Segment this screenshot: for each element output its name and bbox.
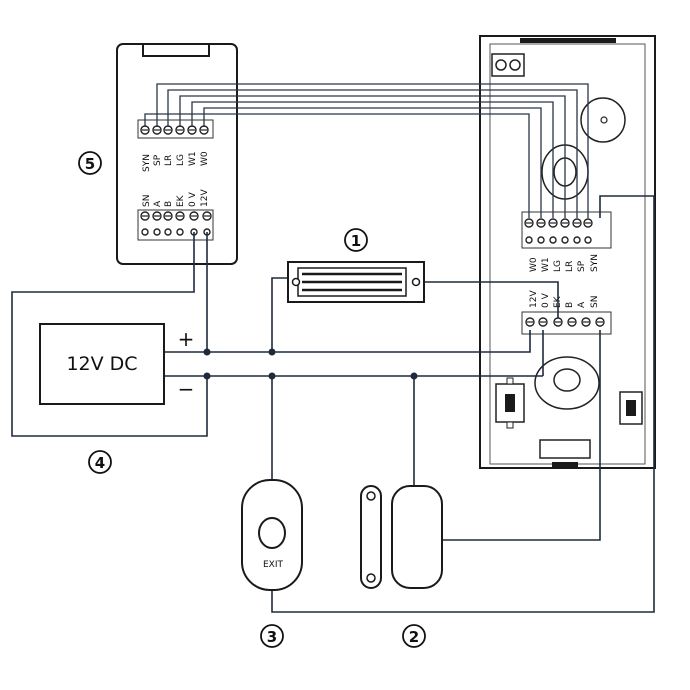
controller-top-strip (520, 38, 616, 43)
reader-top-label-1: SP (153, 154, 163, 166)
callout-lock-number: 1 (351, 232, 361, 250)
controller-top-label-5: SYN (590, 254, 600, 272)
controller-top-screw-4-1 (573, 236, 581, 244)
controller-top-label-2: LG (553, 260, 563, 272)
psu-plus-sign: + (178, 327, 195, 351)
reader-top-notch (142, 43, 210, 57)
psu-label: 12V DC (66, 353, 137, 375)
jumper-pin-icon (495, 59, 507, 71)
reader-bottom-label-3: EK (176, 194, 186, 207)
callout-reader: 5 (78, 151, 102, 175)
callout-exit-button: 3 (260, 624, 284, 648)
usb-port-inner (626, 400, 636, 416)
reader-bottom-label-2: B (164, 201, 174, 207)
callout-exit-button-number: 3 (267, 628, 277, 646)
reader-top-label-0: SYN (142, 154, 152, 172)
jumper-pin-icon (509, 59, 521, 71)
controller-top-screw-3-1 (561, 236, 569, 244)
psu-minus-sign: − (178, 377, 195, 401)
controller-top-label-0: W0 (529, 257, 539, 272)
controller-top-screw-5-1 (584, 236, 592, 244)
callout-psu: 4 (88, 450, 112, 474)
callout-lock: 1 (344, 228, 368, 252)
signal-wires (144, 83, 589, 218)
controller-bottom-tab (552, 462, 578, 467)
reader-bottom-label-1: A (153, 200, 163, 207)
reader-bottom-screw-2-1 (164, 228, 172, 236)
controller-top-screw-0-1 (525, 236, 533, 244)
tamper-switch-pin (506, 377, 514, 385)
reader-bottom-label-4: 0 V (188, 191, 198, 207)
tamper-switch-pin (506, 421, 514, 429)
reader-top-label-4: W1 (188, 151, 198, 166)
callout-reader-number: 5 (85, 155, 95, 173)
reader-top-label-2: LR (164, 155, 174, 166)
controller-unit (479, 35, 656, 469)
door-sensor-switch (391, 485, 443, 589)
exit-push-icon (258, 517, 286, 549)
reader-bottom-label-5: 12V (200, 189, 210, 207)
callout-psu-number: 4 (95, 454, 105, 472)
controller-bottom-label-0: 12V (529, 290, 539, 308)
door-sensor-magnet (360, 485, 382, 589)
callout-door-sensor-number: 2 (409, 628, 419, 646)
controller-bottom-label-5: SN (590, 296, 600, 308)
buzzer-center (600, 116, 608, 124)
power-wires (11, 195, 655, 613)
controller-top-label-3: LR (565, 261, 575, 272)
controller-top-label-4: SP (577, 260, 587, 272)
reader-bottom-screw-1-1 (153, 228, 161, 236)
reader-top-label-5: W0 (200, 151, 210, 166)
exit-button-label: EXIT (263, 560, 284, 570)
grommet-lower-hole (553, 368, 581, 392)
power-supply: 12V DC + − (39, 323, 195, 405)
reader-bottom-label-0: SN (142, 195, 152, 207)
psu-box (39, 323, 165, 405)
controller-top-screw-2-1 (549, 236, 557, 244)
controller-bottom-notch (539, 439, 591, 459)
controller-bottom-label-3: B (565, 302, 575, 308)
controller-top-label-1: W1 (541, 257, 551, 272)
magnetic-lock (287, 261, 425, 303)
reader-bottom-screw-3-1 (176, 228, 184, 236)
tamper-switch-knob (505, 394, 515, 412)
reader-bottom-screw-0-1 (141, 228, 149, 236)
controller-bottom-label-1: 0 V (541, 292, 551, 308)
controller-top-screw-1-1 (537, 236, 545, 244)
exit-button: EXIT (241, 479, 303, 591)
callout-door-sensor: 2 (402, 624, 426, 648)
junction-dots (203, 348, 418, 380)
controller-bottom-label-4: A (577, 301, 587, 308)
reader-top-label-3: LG (176, 154, 186, 166)
door-sensor (360, 485, 443, 589)
